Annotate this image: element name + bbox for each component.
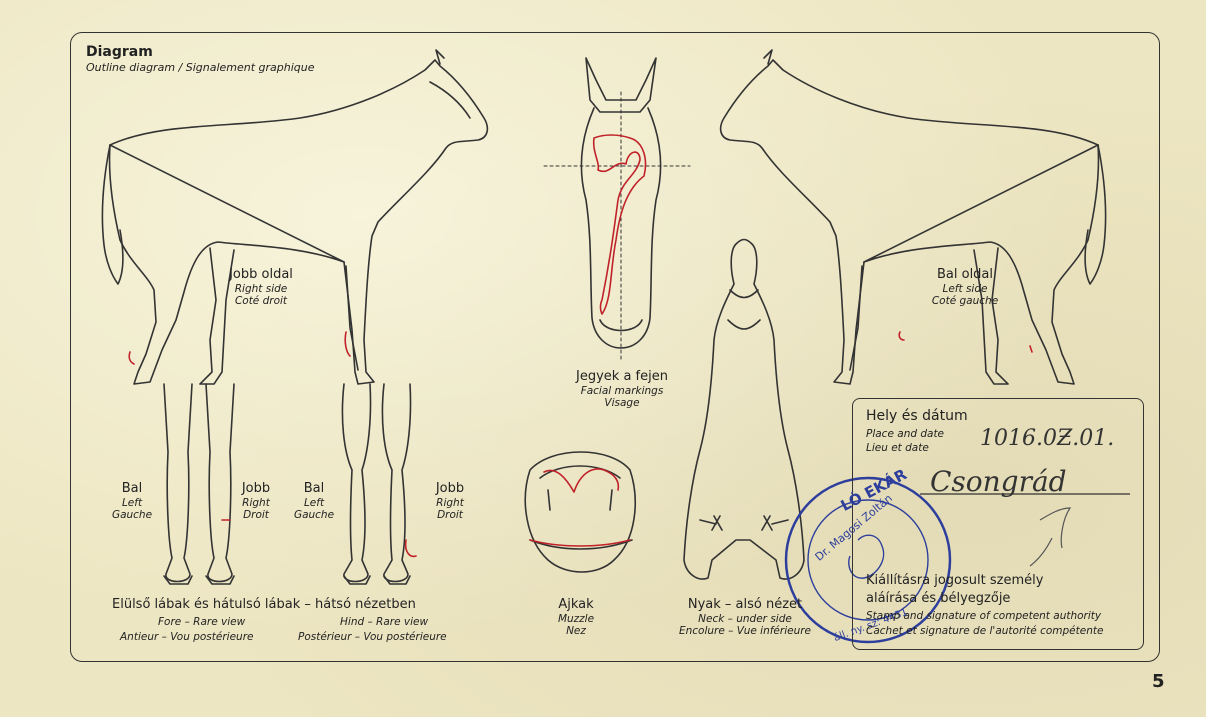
left-side-fr: Coté gauche [900, 295, 1030, 307]
fore-left-en: Left [102, 497, 162, 509]
authority-en: Stamp and signature of competent authori… [866, 610, 1101, 622]
authority-hu-line1: Kiállításra jogosult személy [866, 574, 1043, 589]
legs-caption-hind-en: Hind – Rare view [340, 616, 428, 628]
left-side-en: Left side [900, 283, 1030, 295]
fore-right-hu: Jobb [226, 482, 286, 497]
muzzle-outline [525, 452, 635, 572]
hind-left-hu: Bal [284, 482, 344, 497]
hind-right-en: Right [420, 497, 480, 509]
hind-right-hu: Jobb [420, 482, 480, 497]
right-side-label: Jobb oldal Right side Coté droit [206, 268, 316, 307]
hind-left-en: Left [284, 497, 344, 509]
right-side-fr: Coté droit [206, 295, 316, 307]
diagram-subtitle: Outline diagram / Signalement graphique [86, 62, 315, 75]
legs-caption-fore-fr: Antieur – Vou postérieure [120, 631, 253, 643]
neck-underside-outline [684, 240, 804, 580]
hind-left-label: Bal Left Gauche [284, 482, 344, 521]
fore-left-label: Bal Left Gauche [102, 482, 162, 521]
legs-caption-fore-en: Fore – Rare view [158, 616, 245, 628]
place-date-hu: Hely és dátum [866, 408, 968, 424]
leg-rear-hind-left [342, 384, 370, 584]
facial-fr: Visage [552, 397, 692, 409]
diagram-title: Diagram [86, 44, 153, 60]
fore-right-en: Right [226, 497, 286, 509]
neck-hu: Nyak – alsó nézet [660, 598, 830, 613]
left-side-label: Bal oldal Left side Coté gauche [900, 268, 1030, 307]
facial-markings-label: Jegyek a fejen Facial markings Visage [552, 370, 692, 409]
muzzle-label: Ajkak Muzzle Nez [536, 598, 616, 637]
neck-en: Neck – under side [660, 613, 830, 625]
facial-en: Facial markings [552, 385, 692, 397]
legs-caption-hu: Elülső lábak és hátulsó lábak – hátsó né… [112, 598, 416, 613]
fore-left-fr: Gauche [102, 509, 162, 521]
right-side-en: Right side [206, 283, 316, 295]
fore-right-fr: Droit [226, 509, 286, 521]
muzzle-fr: Nez [536, 625, 616, 637]
neck-fr: Encolure – Vue inférieure [660, 625, 830, 637]
fore-right-label: Jobb Right Droit [226, 482, 286, 521]
hind-left-fr: Gauche [284, 509, 344, 521]
leg-rear-fore-left [164, 384, 192, 584]
legs-caption-hind-fr: Postérieur – Vou postérieure [298, 631, 447, 643]
handwritten-signature: Csongrád [930, 466, 1067, 498]
muzzle-hu: Ajkak [536, 598, 616, 613]
leg-rear-hind-right [382, 384, 410, 584]
muzzle-en: Muzzle [536, 613, 616, 625]
fore-left-hu: Bal [102, 482, 162, 497]
place-date-en: Place and date [866, 428, 944, 440]
left-side-hu: Bal oldal [900, 268, 1030, 283]
page-number: 5 [1152, 672, 1165, 693]
facial-hu: Jegyek a fejen [552, 370, 692, 385]
hind-right-label: Jobb Right Droit [420, 482, 480, 521]
authority-hu-line2: aláírása és bélyegzője [866, 592, 1010, 607]
place-date-fr: Lieu et date [866, 442, 929, 454]
hind-right-fr: Droit [420, 509, 480, 521]
handwritten-date: 1016.0Ƶ.01. [980, 426, 1114, 451]
horse-left-side-outline [721, 50, 1106, 384]
authority-fr: Cachet et signature de l'autorité compét… [866, 625, 1103, 637]
horse-right-side-outline [102, 50, 487, 384]
right-side-hu: Jobb oldal [206, 268, 316, 283]
neck-label: Nyak – alsó nézet Neck – under side Enco… [660, 598, 830, 637]
